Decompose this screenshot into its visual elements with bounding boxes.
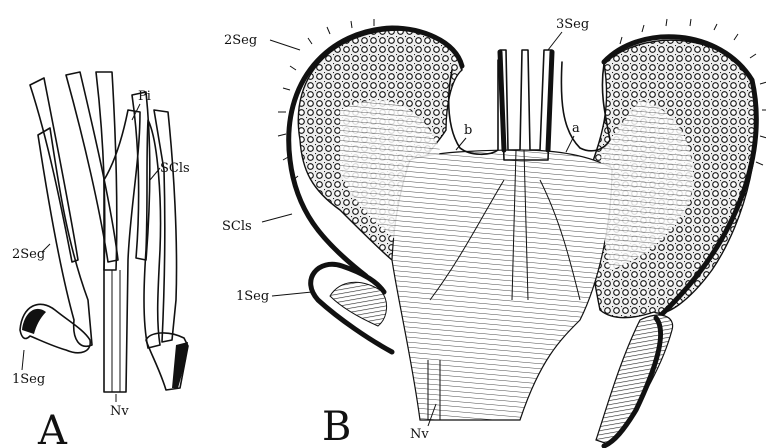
leader-b-scls xyxy=(262,214,292,222)
leader-a-seg1 xyxy=(22,350,24,370)
label-a-nv: Nv xyxy=(110,404,129,419)
panel-b-third-segment-wall-l xyxy=(500,52,504,150)
panel-a-strand-left xyxy=(30,78,78,262)
panel-a-letter: A xyxy=(37,408,68,448)
label-a-pi: Pi xyxy=(138,89,151,104)
leader-b-seg2 xyxy=(270,40,300,50)
label-b-nv: Nv xyxy=(410,427,429,442)
label-b-b: b xyxy=(464,123,472,138)
panel-a: Pi SCls 2Seg 1Seg Nv A xyxy=(12,72,190,448)
panel-b-third-segment xyxy=(500,50,552,160)
panel-b-third-segment-wall-r xyxy=(548,52,552,150)
leader-b-seg1 xyxy=(272,292,312,296)
label-b-seg3: 3Seg xyxy=(556,17,589,32)
panel-a-scls-body xyxy=(144,120,161,348)
label-b-seg2: 2Seg xyxy=(224,33,257,48)
panel-a-nerve-trunk xyxy=(104,110,140,392)
panel-b-letter: B xyxy=(322,404,351,448)
panel-a-right-base-dark xyxy=(172,342,188,388)
panel-b: 2Seg 3Seg b a SCls 1Seg Nv B xyxy=(222,17,766,448)
label-b-seg1: 1Seg xyxy=(236,289,269,304)
label-a-scls: SCls xyxy=(160,161,190,176)
leader-b-a xyxy=(566,136,574,152)
label-a-seg2: 2Seg xyxy=(12,247,45,262)
label-b-a: a xyxy=(572,121,580,136)
leader-b-seg3 xyxy=(548,32,562,50)
label-b-scls: SCls xyxy=(222,219,252,234)
panel-a-second-segment-wall xyxy=(38,128,92,346)
label-a-seg1: 1Seg xyxy=(12,372,45,387)
panel-a-strand-center-2 xyxy=(96,72,117,270)
